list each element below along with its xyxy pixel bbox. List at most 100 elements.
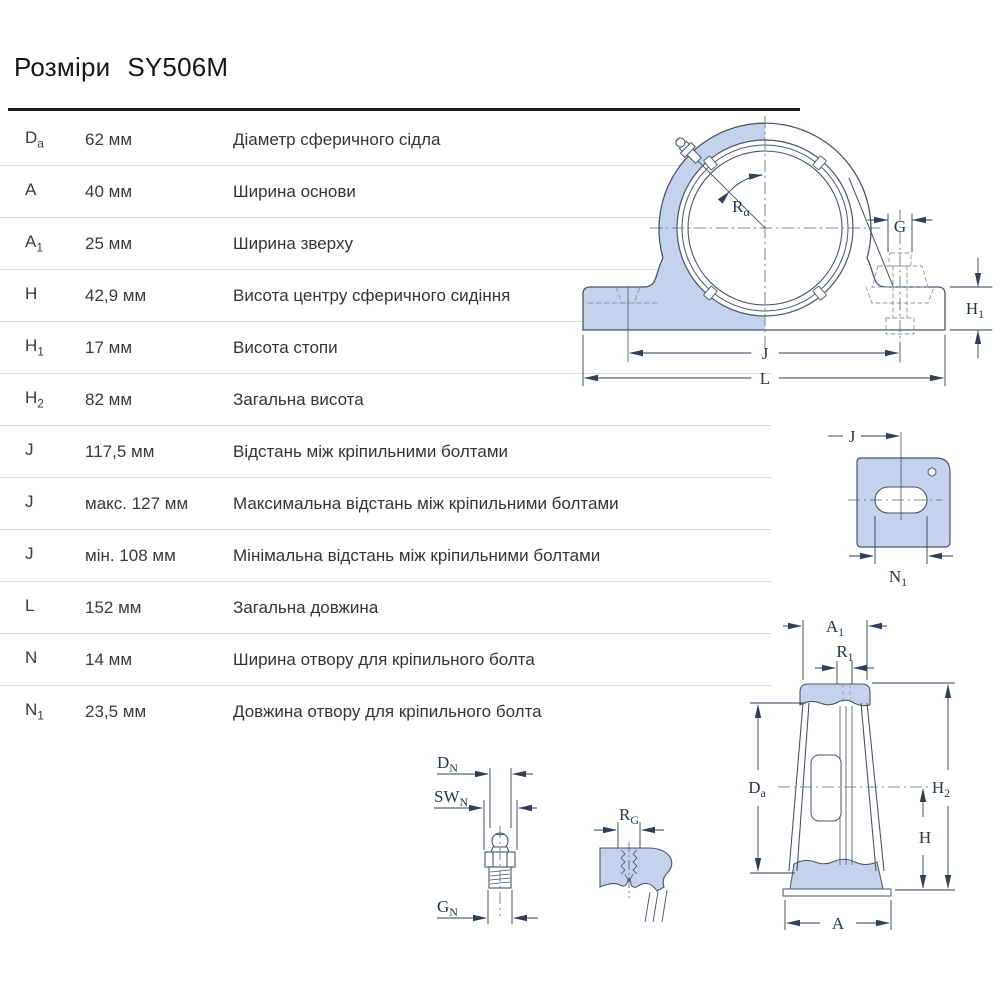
dimension-rg: RG xyxy=(594,805,664,852)
title-divider xyxy=(8,108,800,111)
dimension-da: Da xyxy=(748,702,806,874)
label-l: L xyxy=(760,369,770,388)
dim-description: Висота стопи xyxy=(233,337,338,357)
table-row: Da 62 мм Діаметр сферичного сідла xyxy=(0,114,772,166)
dimension-j-base: J xyxy=(828,427,900,446)
dimension-gn: GN xyxy=(437,890,538,924)
dim-description: Загальна висота xyxy=(233,389,364,409)
grease-nipple xyxy=(675,137,703,165)
fragment-edge-lines xyxy=(644,889,668,923)
dim-value: макс. 127 мм xyxy=(85,493,189,513)
dim-symbol: J xyxy=(25,492,34,512)
table-row: N 14 мм Ширина отвору для кріпильного болт… xyxy=(0,634,772,686)
dimension-n1: N1 xyxy=(849,516,953,589)
dim-symbol: N xyxy=(25,648,38,668)
housing-stroke xyxy=(582,122,946,331)
label-h2: H2 xyxy=(932,778,950,800)
front-view-drawing: Rα G H1 J xyxy=(582,115,993,388)
page-title-prefix: Розміри xyxy=(14,52,111,82)
dim-value: 14 мм xyxy=(85,649,133,669)
table-row: H1 17 мм Висота стопи xyxy=(0,322,772,374)
dim-symbol: H xyxy=(25,284,38,304)
thread-detail-drawing: RG xyxy=(594,805,673,923)
dim-value: 17 мм xyxy=(85,337,133,357)
dim-description: Довжина отвору для кріпильного болта xyxy=(233,701,542,721)
dimension-j: J xyxy=(629,342,901,363)
dim-value: 23,5 мм xyxy=(85,701,147,721)
base-view-drawing: J N1 xyxy=(828,427,953,589)
cap-thread-hidden xyxy=(842,684,851,702)
dimensions-table: Da 62 мм Діаметр сферичного сідла A 40 мм Ши… xyxy=(0,114,772,737)
ring-notches xyxy=(703,155,827,301)
dim-description: Діаметр сферичного сідла xyxy=(233,129,441,149)
label-r1: R1 xyxy=(836,642,853,664)
label-dn: DN xyxy=(437,753,458,775)
dimension-h1: H1 xyxy=(949,257,993,359)
page-title-model: SY506M xyxy=(127,52,229,82)
dimension-dn: DN xyxy=(437,753,533,828)
label-h: H xyxy=(919,828,931,847)
dimension-r1: R1 xyxy=(815,642,874,684)
side-ribs xyxy=(839,706,853,865)
housing-fragment xyxy=(599,847,673,892)
dim-value: 152 мм xyxy=(85,597,142,617)
dim-value: мін. 108 мм xyxy=(85,545,176,565)
label-a: A xyxy=(832,914,845,933)
dim-value: 82 мм xyxy=(85,389,133,409)
dim-symbol: A1 xyxy=(25,232,44,255)
label-a1: A1 xyxy=(826,617,844,639)
side-cap xyxy=(799,683,871,707)
dim-description: Максимальна відстань між кріпильними бол… xyxy=(233,493,619,513)
label-j: J xyxy=(762,344,769,363)
dim-symbol: L xyxy=(25,596,35,616)
label-h1: H1 xyxy=(966,299,984,321)
dim-description: Ширина отвору для кріпильного болта xyxy=(233,649,535,669)
table-row: L 152 мм Загальна довжина xyxy=(0,582,772,634)
table-row: A 40 мм Ширина основи xyxy=(0,166,772,218)
dim-symbol: J xyxy=(25,544,34,564)
dimension-a1: A1 xyxy=(783,617,887,680)
dim-symbol: N1 xyxy=(25,700,44,723)
dim-description: Ширина зверху xyxy=(233,233,353,253)
side-base-rim xyxy=(782,888,892,897)
dim-description: Відстань між кріпильними болтами xyxy=(233,441,509,461)
dimension-h2: H2 xyxy=(872,682,955,891)
dim-description: Загальна довжина xyxy=(233,597,379,617)
side-slot xyxy=(810,754,842,822)
nipple-detail-drawing: DN SWN GN xyxy=(434,753,538,924)
dim-description: Висота центру сферичного сидіння xyxy=(233,285,511,305)
side-view-drawing: A1 R1 Da H2 H xyxy=(748,617,955,933)
base-hole xyxy=(927,467,937,477)
dim-symbol: H1 xyxy=(25,336,44,359)
dim-symbol: H2 xyxy=(25,388,44,411)
dimension-swn: SWN xyxy=(434,787,537,850)
side-base-fill xyxy=(789,858,884,890)
label-da: Da xyxy=(748,778,766,800)
label-swn: SWN xyxy=(434,787,469,809)
label-rg: RG xyxy=(619,805,639,827)
dim-symbol: A xyxy=(25,180,37,200)
dimension-a: A xyxy=(784,900,892,933)
page-title: Розміри SY506M xyxy=(14,52,228,83)
dimension-l: L xyxy=(582,334,946,388)
dim-value: 25 мм xyxy=(85,233,133,253)
label-n1: N1 xyxy=(889,567,907,589)
table-row: A1 25 мм Ширина зверху xyxy=(0,218,772,270)
dim-description: Ширина основи xyxy=(233,181,356,201)
label-r-alpha: Rα xyxy=(732,197,750,219)
dim-value: 62 мм xyxy=(85,129,133,149)
label-gn: GN xyxy=(437,897,458,919)
label-j-base: J xyxy=(849,427,856,446)
table-row: N1 23,5 мм Довжина отвору для кріпильного … xyxy=(0,686,772,737)
dim-value: 40 мм xyxy=(85,181,133,201)
dim-symbol: J xyxy=(25,440,34,460)
dimension-r-alpha: Rα xyxy=(717,173,763,219)
label-g: G xyxy=(894,217,906,236)
dim-symbol: Da xyxy=(25,128,44,151)
